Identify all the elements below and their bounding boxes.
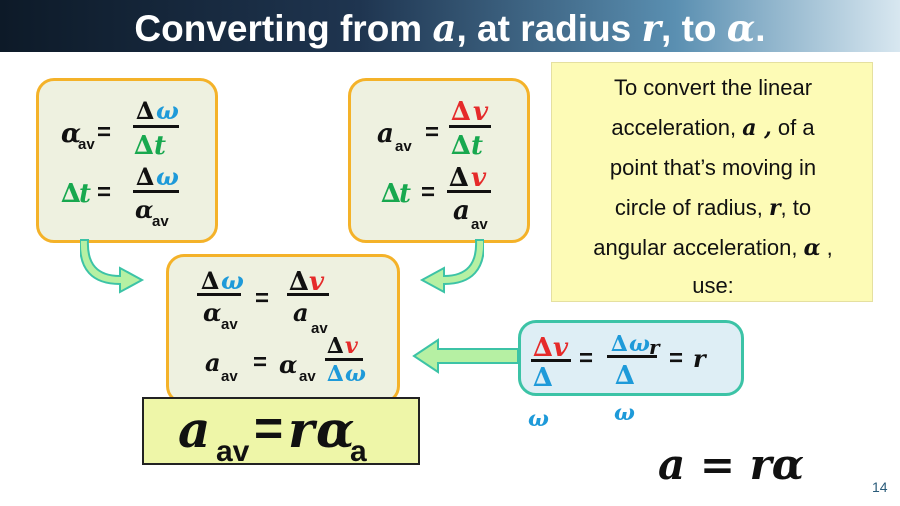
subscript-av: av [395,138,412,155]
page-number: 14 [872,479,888,495]
combined-formula-box: ∆ ω α av = ∆ v a av a av = α av ∆ v ∆ ω [166,254,400,404]
equals-sign: = [425,119,440,146]
delta-symbol: ∆ [327,361,344,387]
alpha-symbol: α [279,350,298,379]
delta-symbol: ∆ [451,97,471,127]
subscript-av: av [152,213,169,230]
equals-sign: = [97,179,112,206]
delta-symbol: ∆ [136,162,155,191]
angular-formula-box: α av = ∆ ω ∆ t ∆ t = ∆ ω α av [36,78,218,243]
alpha-symbol: α [61,119,82,149]
delta-symbol: ∆ [327,333,344,359]
alpha-symbol: α [135,195,154,224]
equals-sign: = [421,179,436,206]
fraction-bar [325,358,363,361]
subscript-av: av [221,368,238,385]
equals-sign: = [255,285,270,312]
fraction-bar [531,359,571,362]
instruction-note: To convert the linear acceleration, a , … [551,62,873,302]
omega-symbol: ω [345,361,366,387]
bottom-formula: a = rα [658,440,805,489]
delta-symbol: ∆ [451,131,471,161]
r-symbol: r [649,335,660,359]
note-line-4: circle of radius, r, to [614,195,812,221]
subscript-av: av [78,136,95,153]
big-subscript-av: av [216,435,250,468]
big-r-symbol: r [288,400,315,459]
fraction-bar [607,355,657,358]
v-symbol: v [471,163,487,193]
a-symbol: a [293,298,309,327]
arrow-left-icon [412,338,519,374]
a-symbol: a [453,196,470,226]
delta-symbol: ∆ [611,331,628,357]
curved-arrow-left-icon [419,239,484,294]
big-subscript-a: a [350,435,367,468]
delta-symbol: ∆ [449,163,469,193]
fraction-bar [133,190,179,193]
delta-symbol: ∆ [136,96,155,125]
alpha-symbol: α [203,298,222,327]
subscript-av: av [299,368,316,385]
v-symbol: v [553,333,569,363]
r-symbol: r [693,344,706,373]
delta-symbol: ∆ [533,363,553,393]
v-symbol: v [309,267,325,297]
equals-sign: = [97,119,112,146]
linear-formula-box: a av = ∆ v ∆ t ∆ t = ∆ v a av [348,78,530,243]
big-alpha-symbol: α [316,400,355,459]
delta-symbol: ∆ [134,131,154,161]
note-line-5: angular acceleration, α , [593,235,833,261]
equals-sign: = [253,349,268,376]
fraction-bar [197,293,241,296]
delta-symbol: ∆ [61,179,81,209]
omega-symbol: ω [629,331,650,357]
equals-sign: = [579,345,594,372]
v-symbol: v [345,333,358,359]
omega-symbol: ω [221,266,244,295]
a-symbol: a [205,348,221,377]
delta-symbol: ∆ [381,179,401,209]
note-line-1: To convert the linear [613,75,813,100]
omega-symbol: ω [614,400,635,426]
slide-title: Converting from a, at radius r, to α. [134,6,766,50]
delta-symbol: ∆ [201,266,220,295]
big-a-symbol: a [178,400,211,459]
subscript-av: av [471,216,488,233]
t-symbol: t [79,179,92,209]
key-formula-box: a av = r α a [142,397,420,468]
delta-symbol: ∆ [615,361,635,391]
note-line-3: point that’s moving in [609,155,817,180]
t-symbol: t [471,131,484,161]
title-bar [0,0,900,52]
t-symbol: t [399,179,412,209]
a-symbol: a [377,119,394,149]
note-line-2: acceleration, a , of a [611,115,815,141]
delta-symbol: ∆ [289,267,309,297]
v-symbol: v [473,97,489,127]
equals-sign: = [669,345,684,372]
curved-arrow-right-icon [80,239,145,294]
omega-symbol: ω [528,406,549,432]
t-symbol: t [154,131,167,161]
omega-symbol: ω [156,162,179,191]
subscript-av: av [221,316,238,333]
fraction-bar [449,125,491,128]
fraction-bar [287,293,329,296]
omega-symbol: ω [156,96,179,125]
fraction-bar [447,190,491,193]
subscript-av: av [311,320,328,337]
conversion-box: ∆ v ∆ = ∆ ω r ∆ = r [518,320,744,396]
note-line-6: use: [692,273,734,298]
big-equals-sign: = [254,400,284,456]
fraction-bar [133,125,179,128]
delta-symbol: ∆ [533,333,553,363]
